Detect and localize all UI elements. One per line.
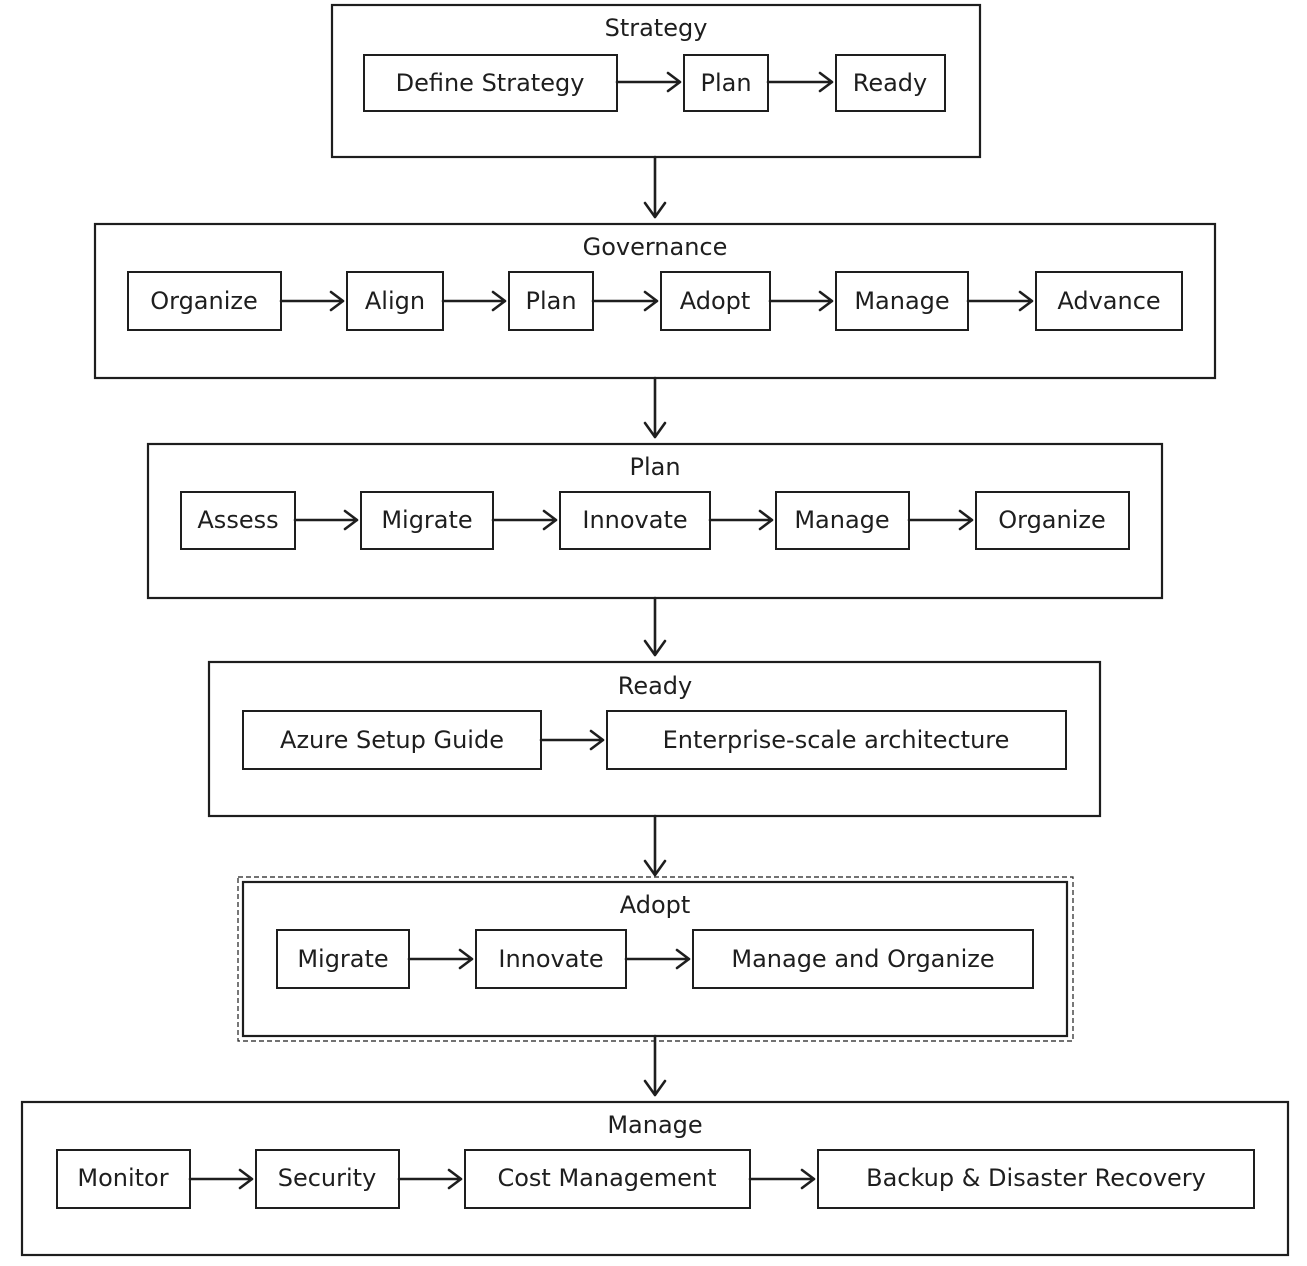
step-box-organize[interactable] — [975, 491, 1130, 550]
step-label-migrate: Migrate — [381, 506, 472, 534]
arrow-right-connector — [491, 509, 558, 531]
step-label-plan: Plan — [700, 69, 751, 97]
step-box-organize[interactable] — [127, 271, 282, 331]
step-label-manage: Manage — [854, 287, 949, 315]
stage-title-adopt: Adopt — [620, 891, 691, 919]
step-label-define-strategy: Define Strategy — [396, 69, 585, 97]
arrow-right-connector — [748, 1168, 816, 1190]
step-label-adopt: Adopt — [680, 287, 751, 315]
step-label-align: Align — [365, 287, 425, 315]
arrow-right-connector — [966, 290, 1034, 312]
step-box-align[interactable] — [346, 271, 444, 331]
step-box-manage[interactable] — [835, 271, 969, 331]
step-box-enterprise-scale-architecture[interactable] — [606, 710, 1067, 770]
arrow-down-connector — [643, 376, 667, 439]
step-box-azure-setup-guide[interactable] — [242, 710, 542, 770]
step-box-monitor[interactable] — [56, 1149, 191, 1209]
step-box-backup-disaster-recovery[interactable] — [817, 1149, 1255, 1209]
arrow-right-connector — [624, 948, 691, 970]
step-box-security[interactable] — [255, 1149, 400, 1209]
arrow-right-connector — [766, 71, 834, 93]
arrow-down-connector — [643, 814, 667, 877]
step-label-organize: Organize — [998, 506, 1106, 534]
arrow-down-connector — [643, 1034, 667, 1097]
arrow-down-connector — [643, 155, 667, 219]
step-label-azure-setup-guide: Azure Setup Guide — [280, 726, 504, 754]
step-label-backup-disaster-recovery: Backup & Disaster Recovery — [866, 1164, 1206, 1192]
arrow-right-connector — [591, 290, 659, 312]
step-box-plan[interactable] — [508, 271, 594, 331]
arrow-right-connector — [768, 290, 834, 312]
step-box-migrate[interactable] — [276, 929, 410, 989]
step-label-enterprise-scale-architecture: Enterprise-scale architecture — [663, 726, 1010, 754]
step-label-manage: Manage — [794, 506, 889, 534]
stage-title-ready: Ready — [618, 672, 693, 700]
arrow-right-connector — [188, 1168, 254, 1190]
arrow-right-connector — [615, 71, 682, 93]
arrow-right-connector — [441, 290, 507, 312]
step-label-manage-and-organize: Manage and Organize — [731, 945, 994, 973]
step-box-innovate[interactable] — [559, 491, 711, 550]
arrow-down-connector — [643, 596, 667, 657]
arrow-right-connector — [407, 948, 474, 970]
step-box-ready[interactable] — [835, 54, 946, 112]
step-box-advance[interactable] — [1035, 271, 1183, 331]
step-box-manage-and-organize[interactable] — [692, 929, 1034, 989]
step-box-plan[interactable] — [683, 54, 769, 112]
step-box-assess[interactable] — [180, 491, 296, 550]
stage-title-manage: Manage — [607, 1111, 702, 1139]
stage-title-governance: Governance — [583, 233, 728, 261]
step-box-manage[interactable] — [775, 491, 910, 550]
arrow-right-connector — [907, 509, 974, 531]
step-label-organize: Organize — [150, 287, 258, 315]
step-label-plan: Plan — [525, 287, 576, 315]
step-label-cost-management: Cost Management — [497, 1164, 716, 1192]
step-label-security: Security — [278, 1164, 377, 1192]
step-label-ready: Ready — [853, 69, 928, 97]
stage-title-plan: Plan — [629, 453, 680, 481]
step-label-assess: Assess — [197, 506, 278, 534]
step-label-monitor: Monitor — [77, 1164, 168, 1192]
step-box-cost-management[interactable] — [464, 1149, 751, 1209]
step-label-advance: Advance — [1057, 287, 1160, 315]
arrow-right-connector — [397, 1168, 463, 1190]
arrow-right-connector — [293, 509, 359, 531]
step-label-migrate: Migrate — [297, 945, 388, 973]
arrow-right-connector — [539, 729, 605, 751]
step-label-innovate: Innovate — [582, 506, 687, 534]
step-box-migrate[interactable] — [360, 491, 494, 550]
step-label-innovate: Innovate — [498, 945, 603, 973]
step-box-adopt[interactable] — [660, 271, 771, 331]
arrow-right-connector — [708, 509, 774, 531]
arrow-right-connector — [279, 290, 345, 312]
step-box-define-strategy[interactable] — [363, 54, 618, 112]
stage-title-strategy: Strategy — [605, 14, 708, 42]
